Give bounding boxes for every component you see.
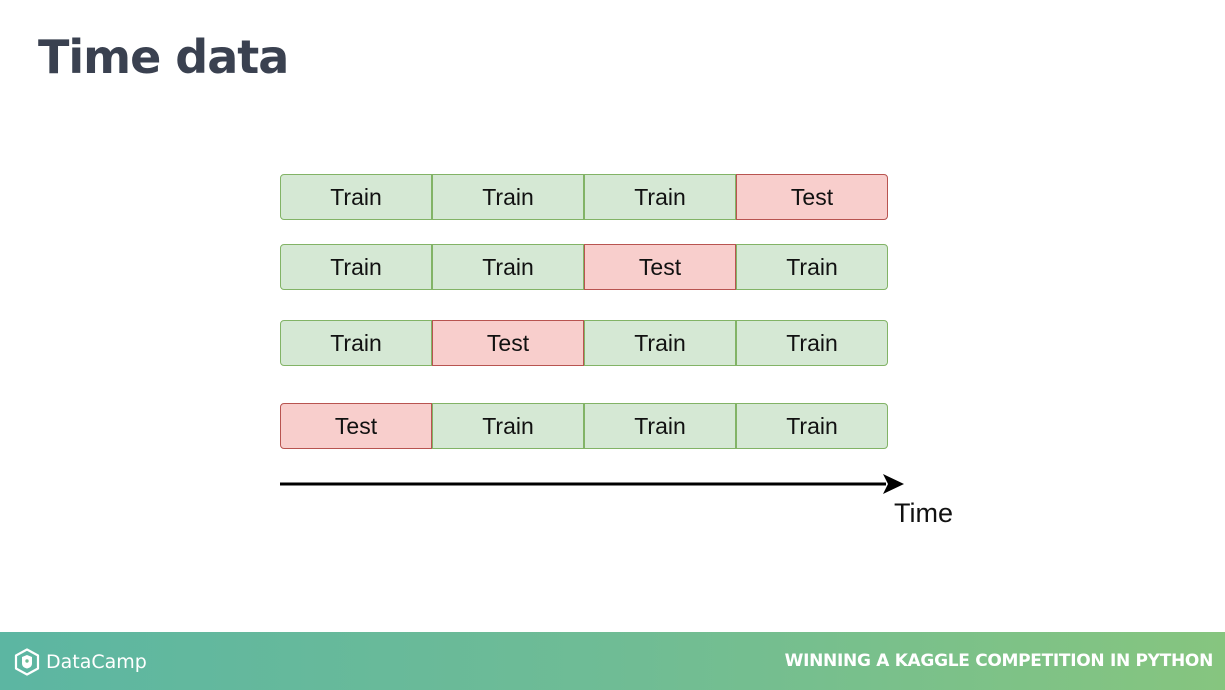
fold-cell: Train xyxy=(280,244,432,290)
time-axis-label: Time xyxy=(894,498,953,528)
fold-row-3: Train Test Train Train xyxy=(280,320,888,366)
fold-cell: Train xyxy=(736,244,888,290)
fold-cell: Train xyxy=(432,174,584,220)
datacamp-logo-icon xyxy=(14,648,40,676)
fold-row-2: Train Train Test Train xyxy=(280,244,888,290)
fold-cell: Train xyxy=(280,174,432,220)
footer-brand: DataCamp xyxy=(14,647,147,677)
fold-cell: Test xyxy=(584,244,736,290)
fold-cell: Train xyxy=(432,403,584,449)
fold-cell: Test xyxy=(432,320,584,366)
fold-cell: Train xyxy=(432,244,584,290)
slide-title: Time data xyxy=(38,30,289,84)
fold-cell: Test xyxy=(736,174,888,220)
fold-row-1: Train Train Train Test xyxy=(280,174,888,220)
fold-cell: Train xyxy=(584,320,736,366)
fold-cell: Train xyxy=(584,174,736,220)
fold-cell: Train xyxy=(736,320,888,366)
fold-cell: Train xyxy=(280,320,432,366)
course-title: WINNING A KAGGLE COMPETITION IN PYTHON xyxy=(784,651,1214,671)
fold-row-4: Test Train Train Train xyxy=(280,403,888,449)
fold-cell: Train xyxy=(736,403,888,449)
fold-cell: Test xyxy=(280,403,432,449)
fold-cell: Train xyxy=(584,403,736,449)
brand-name: DataCamp xyxy=(46,651,147,673)
footer-bar: DataCamp WINNING A KAGGLE COMPETITION IN… xyxy=(0,632,1225,690)
time-arrow xyxy=(280,474,904,494)
